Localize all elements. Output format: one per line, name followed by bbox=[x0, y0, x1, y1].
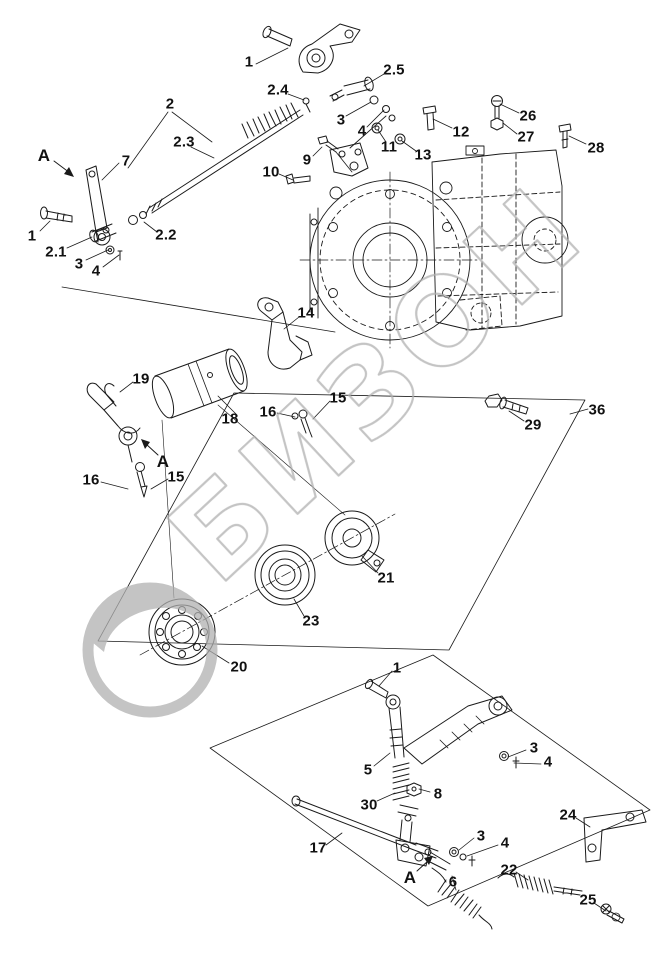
bolt-29 bbox=[485, 394, 528, 414]
view-arrow-a-bottom bbox=[417, 856, 433, 871]
watermark-logo-ring bbox=[88, 588, 212, 712]
bottom-lever-assembly bbox=[364, 678, 519, 842]
shift-fork-upper bbox=[258, 298, 312, 369]
watermark-logo-swoosh bbox=[92, 591, 206, 652]
release-lever-top bbox=[261, 24, 360, 73]
pull-rod-assembly bbox=[292, 796, 475, 870]
return-springs bbox=[432, 810, 646, 929]
view-arrow-a-middle bbox=[141, 439, 158, 455]
view-arrow-a-top bbox=[54, 161, 74, 177]
watermark: БИЗОН bbox=[88, 158, 612, 712]
bearing-group bbox=[140, 511, 395, 665]
mount-bracket bbox=[286, 106, 436, 184]
leader-lines bbox=[40, 48, 606, 911]
turnbuckle-link bbox=[303, 76, 395, 148]
linkage-rod-assembly bbox=[41, 103, 304, 260]
shift-fork-lower bbox=[87, 383, 147, 497]
top-right-fasteners bbox=[491, 96, 571, 149]
release-sleeve bbox=[148, 347, 312, 437]
gearbox-housing bbox=[300, 146, 568, 348]
watermark-text: БИЗОН bbox=[143, 159, 611, 609]
